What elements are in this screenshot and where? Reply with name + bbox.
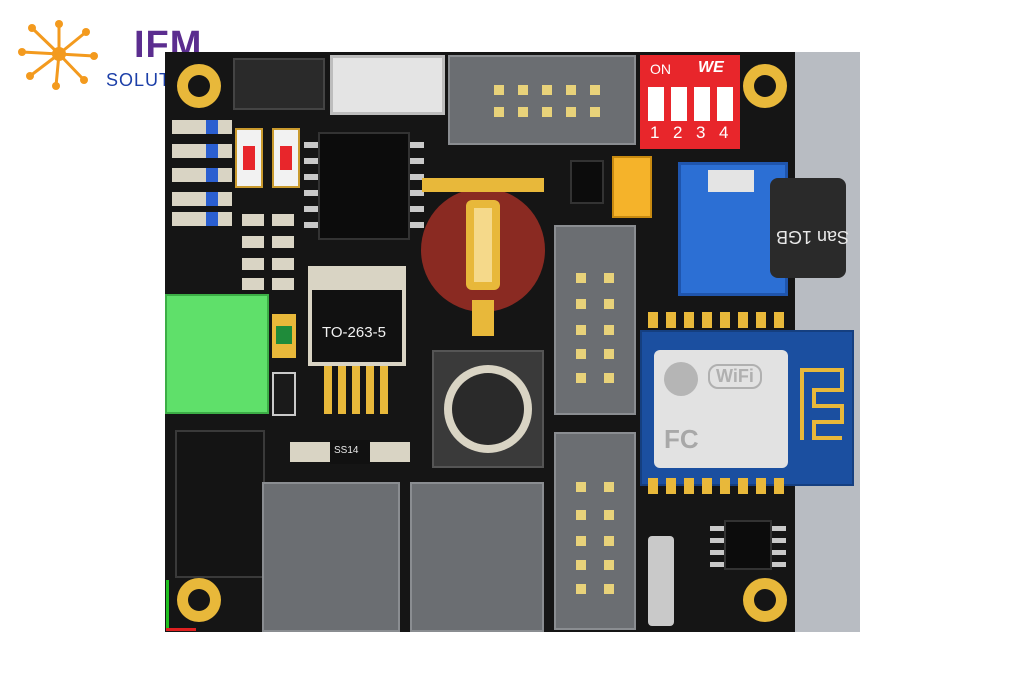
coin-cell-holder	[421, 178, 545, 336]
resistor-grid-mid	[242, 214, 294, 290]
dip-number-1: 1	[650, 123, 660, 142]
idc-connector-bottom	[554, 432, 636, 630]
diode-ss14-label: SS14	[334, 445, 359, 456]
diode-vertical	[272, 372, 296, 416]
led-red-1	[235, 128, 263, 188]
idc-bottom-pins	[576, 482, 614, 594]
regulator-pins	[324, 366, 388, 414]
diode-ss14: SS14	[290, 440, 410, 464]
dip-levers	[648, 87, 734, 121]
antenna-trace	[800, 368, 844, 440]
dip-number-4: 4	[719, 123, 729, 142]
idc-connector-mid	[554, 225, 636, 415]
dip-brand-label: WE	[698, 59, 724, 76]
soic-chip	[724, 520, 772, 570]
jst-connector	[330, 55, 445, 115]
inductor-core	[444, 365, 532, 453]
idc-connector-top	[448, 55, 636, 145]
transistor-chip	[570, 160, 604, 204]
rj-connector-right	[410, 482, 544, 632]
fc-logo-text: FC	[664, 424, 699, 454]
tantalum-capacitor	[612, 156, 652, 218]
voltage-regulator: TO-263-5	[308, 266, 406, 366]
led-red-2	[272, 128, 300, 188]
pin-header-top	[233, 58, 325, 110]
wifi-module-castellations	[648, 312, 784, 494]
green-led	[272, 314, 296, 358]
green-terminal-block	[165, 294, 269, 414]
axis-marker-red	[166, 628, 196, 631]
rj-connector-left	[262, 482, 400, 632]
dip-switch: ON WE 1 2 3 4	[640, 55, 740, 149]
soic-chip-pins	[710, 526, 786, 567]
resistor-array-left	[172, 120, 232, 226]
dc-barrel-jack	[175, 430, 265, 578]
sd-card-latch	[708, 170, 754, 192]
regulator-label: TO-263-5	[322, 324, 386, 341]
wifi-logo-text: WiFi	[708, 364, 762, 389]
idc-mid-pins	[576, 273, 614, 383]
ic-chip-top	[318, 132, 410, 240]
network-node-icon	[18, 20, 98, 90]
sd-card-label: San 1GB	[776, 227, 850, 247]
esp-logo-icon	[664, 362, 698, 396]
idc-top-pins	[494, 85, 600, 117]
dip-number-2: 2	[673, 123, 683, 142]
ic-chip-top-pins	[304, 142, 424, 228]
mounting-holes	[177, 64, 787, 622]
sd-card	[770, 178, 846, 278]
axis-marker-green	[166, 580, 169, 630]
dip-on-label: ON	[650, 61, 671, 77]
crystal-oscillator	[648, 536, 674, 626]
dip-number-3: 3	[696, 123, 706, 142]
